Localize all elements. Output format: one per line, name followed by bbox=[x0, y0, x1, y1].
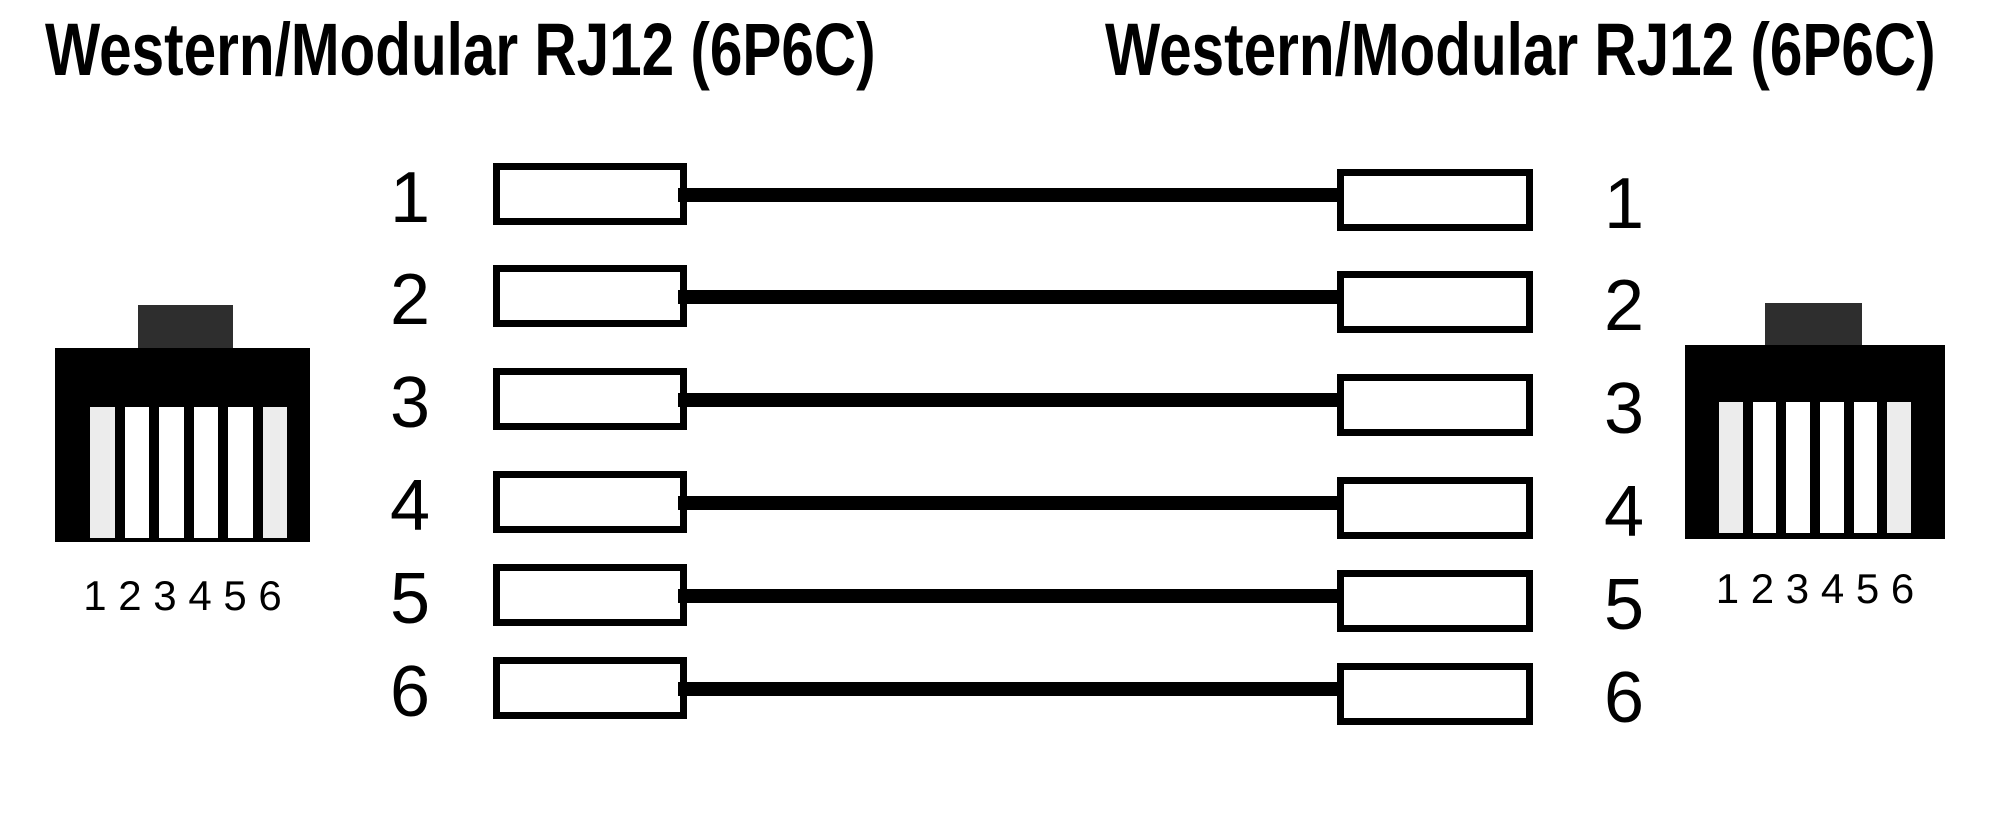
right-pin-contact-box bbox=[1337, 169, 1533, 231]
pin-slot bbox=[1752, 402, 1777, 533]
right-pin-number: 2 bbox=[1604, 266, 1645, 346]
right-pin-number: 6 bbox=[1604, 658, 1645, 738]
pin-slot bbox=[1786, 402, 1811, 533]
right-pin-contact-box bbox=[1337, 374, 1533, 436]
left-pin-number: 4 bbox=[389, 466, 430, 546]
left-pin-contact-box bbox=[493, 657, 687, 719]
rj12-connector-right: 1 2 3 4 5 6 bbox=[1685, 303, 1945, 633]
left-pin-contact-box bbox=[493, 471, 687, 533]
left-pin-contact-box bbox=[493, 368, 687, 430]
pin-row: 4 4 bbox=[0, 470, 2000, 548]
page-title-left: Western/Modular RJ12 (6P6C) bbox=[45, 8, 876, 91]
rj12-connector-left: 1 2 3 4 5 6 bbox=[55, 305, 310, 635]
pin-row: 6 6 bbox=[0, 656, 2000, 734]
pin-slot bbox=[1820, 402, 1844, 533]
wire bbox=[678, 393, 1346, 407]
wire bbox=[678, 290, 1346, 304]
pin-slot bbox=[124, 407, 149, 538]
right-pin-number: 1 bbox=[1604, 164, 1645, 244]
left-pin-number: 5 bbox=[389, 559, 430, 639]
pin-slot bbox=[1853, 402, 1878, 533]
pin-slot bbox=[1887, 402, 1912, 533]
pin-row: 5 5 bbox=[0, 563, 2000, 641]
wire bbox=[678, 589, 1346, 603]
pin-slot bbox=[1719, 402, 1743, 533]
left-pin-contact-box bbox=[493, 564, 687, 626]
pin-slot bbox=[159, 407, 184, 538]
left-pin-number: 2 bbox=[389, 260, 430, 340]
right-pin-contact-box bbox=[1337, 570, 1533, 632]
right-pin-number: 4 bbox=[1604, 472, 1645, 552]
left-pin-number: 3 bbox=[389, 363, 430, 443]
pin-row: 2 2 bbox=[0, 264, 2000, 342]
pin-slot-group bbox=[1719, 402, 1912, 533]
pin-row: 1 1 bbox=[0, 162, 2000, 240]
left-pin-contact-box bbox=[493, 163, 687, 225]
left-pin-number: 1 bbox=[389, 158, 430, 238]
left-pin-contact-box bbox=[493, 265, 687, 327]
right-pin-number: 3 bbox=[1604, 369, 1645, 449]
page-title-right: Western/Modular RJ12 (6P6C) bbox=[1105, 8, 1936, 91]
pin-slot bbox=[193, 407, 218, 538]
pin-slot bbox=[262, 407, 287, 538]
left-pin-number: 6 bbox=[389, 652, 430, 732]
pin-slot bbox=[90, 407, 115, 538]
latch-tab bbox=[1765, 303, 1862, 349]
right-pin-contact-box bbox=[1337, 663, 1533, 725]
pin-slot bbox=[228, 407, 253, 538]
pin-row: 3 3 bbox=[0, 367, 2000, 445]
right-pin-number: 5 bbox=[1604, 565, 1645, 645]
right-pin-contact-box bbox=[1337, 477, 1533, 539]
wire bbox=[678, 188, 1346, 202]
pin-slot-group bbox=[90, 407, 287, 538]
latch-tab bbox=[138, 305, 233, 351]
pin-labels: 1 2 3 4 5 6 bbox=[83, 572, 282, 619]
right-pin-contact-box bbox=[1337, 271, 1533, 333]
wire bbox=[678, 682, 1346, 696]
pin-labels: 1 2 3 4 5 6 bbox=[1715, 565, 1915, 612]
wire bbox=[678, 496, 1346, 510]
